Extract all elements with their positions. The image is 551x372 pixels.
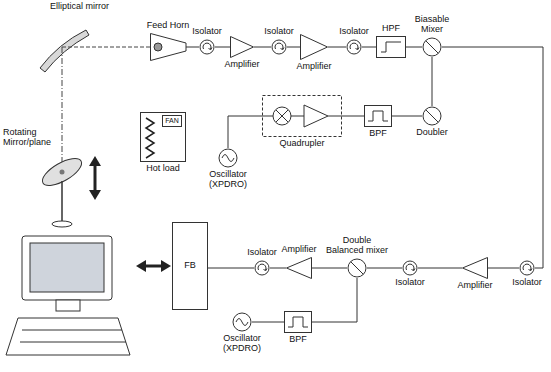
- signal-line: [367, 268, 402, 269]
- isolator-symbol: Isolator: [346, 39, 362, 55]
- filter-box: HPF: [376, 36, 406, 58]
- bus-arrow: [136, 260, 171, 272]
- signal-line: [228, 116, 262, 148]
- isolator-symbol-outline: [346, 39, 362, 55]
- isolator-symbol: Isolator: [254, 260, 270, 276]
- oscillator-symbol: Oscillator (XPDRO): [218, 148, 238, 168]
- oscillator-symbol-outline: [218, 148, 238, 168]
- signal-line: [328, 47, 346, 48]
- component-label: Hot load: [146, 164, 180, 174]
- mixer-symbol-outline: [422, 37, 442, 57]
- signal-line: [215, 47, 230, 48]
- component-label: Oscillator (XPDRO): [216, 334, 268, 354]
- mixer-symbol-outline: [347, 258, 367, 278]
- component-label: HPF: [382, 24, 400, 34]
- isolator-symbol: Isolator: [271, 39, 287, 55]
- component-label: Isolator: [247, 248, 277, 258]
- box-text: FB: [184, 261, 196, 271]
- amplifier-symbol-outline: [462, 257, 488, 279]
- component-label: Amplifier: [296, 62, 331, 72]
- amplifier-symbol: Amplifier: [230, 36, 254, 58]
- amplifier-symbol-outline: [230, 36, 254, 58]
- component-label: Isolator: [192, 27, 222, 37]
- oscillator-symbol-outline: [232, 312, 252, 332]
- part-label: Elliptical mirror: [50, 2, 109, 12]
- beam-path: [62, 47, 63, 165]
- quadrupler-group: Quadrupler: [262, 95, 342, 137]
- signal-line: [392, 116, 422, 117]
- oscillator-symbol: Oscillator (XPDRO): [232, 312, 252, 332]
- component-label: Amplifier: [224, 60, 259, 70]
- signal-line: [442, 47, 543, 268]
- signal-line: [362, 47, 376, 48]
- signal-line: [186, 47, 199, 48]
- component-label: Quadrupler: [279, 139, 324, 149]
- isolator-symbol-outline: [254, 260, 270, 276]
- fan-box: FAN: [162, 115, 182, 127]
- signal-line: [208, 268, 254, 269]
- component-label: BPF: [369, 129, 387, 139]
- filter-box: BPF: [364, 105, 392, 127]
- mixer-symbol-outline: [422, 106, 442, 126]
- component-label: Double Balanced mixer: [323, 236, 391, 256]
- isolator-symbol: Isolator: [519, 260, 535, 276]
- signal-line: [252, 322, 284, 323]
- elliptical-mirror: [40, 30, 89, 72]
- component-label: Biasable Mixer: [410, 15, 454, 35]
- isolator-symbol-outline: [402, 260, 418, 276]
- isolator-symbol: Isolator: [199, 39, 215, 55]
- motion-arrow: [89, 156, 101, 200]
- component-label: Feed Horn: [147, 21, 190, 31]
- process-box: FB: [172, 222, 208, 310]
- signal-line: [418, 268, 462, 269]
- amplifier-symbol: Amplifier: [286, 257, 312, 279]
- hot-load: Hot loadFAN: [140, 112, 186, 162]
- computer: [6, 236, 130, 355]
- component-label: Isolator: [339, 27, 369, 37]
- feed-horn-outline: [150, 33, 186, 61]
- filter-box-outline: [364, 105, 392, 127]
- mixer-symbol: Double Balanced mixer: [347, 258, 367, 278]
- component-label: Isolator: [512, 278, 542, 288]
- filter-box: BPF: [284, 311, 312, 333]
- quadrupler-group-outline: [262, 95, 342, 137]
- component-label: Amplifier: [281, 245, 316, 255]
- part-label: Rotating Mirror/plane: [3, 128, 59, 148]
- filter-box-outline: [376, 36, 406, 58]
- rotating-mirror: [38, 153, 85, 227]
- amplifier-symbol-outline: [286, 257, 312, 279]
- isolator-symbol-outline: [519, 260, 535, 276]
- signal-line: [432, 57, 433, 106]
- component-label: Isolator: [264, 27, 294, 37]
- isolator-symbol: Isolator: [402, 260, 418, 276]
- box-text: FAN: [165, 117, 179, 125]
- filter-box-outline: [284, 311, 312, 333]
- signal-line: [270, 268, 286, 269]
- amplifier-symbol: Amplifier: [300, 34, 328, 60]
- amplifier-symbol: Amplifier: [462, 257, 488, 279]
- signal-line: [406, 47, 422, 48]
- feed-horn: Feed Horn: [150, 33, 186, 61]
- signal-line: [488, 268, 519, 269]
- amplifier-symbol-outline: [300, 34, 328, 60]
- component-label: Isolator: [395, 278, 425, 288]
- component-label: Amplifier: [457, 281, 492, 291]
- isolator-symbol-outline: [271, 39, 287, 55]
- isolator-symbol-outline: [199, 39, 215, 55]
- component-label: Oscillator (XPDRO): [202, 170, 254, 190]
- component-label: Doubler: [416, 128, 448, 138]
- mixer-symbol: Biasable Mixer: [422, 37, 442, 57]
- signal-line: [312, 278, 357, 322]
- component-label: BPF: [289, 335, 307, 345]
- mixer-symbol: Doubler: [422, 106, 442, 126]
- signal-line: [342, 116, 364, 117]
- beam-path: [62, 47, 150, 48]
- signal-line: [287, 47, 300, 48]
- signal-line: [254, 47, 271, 48]
- signal-line: [312, 268, 347, 269]
